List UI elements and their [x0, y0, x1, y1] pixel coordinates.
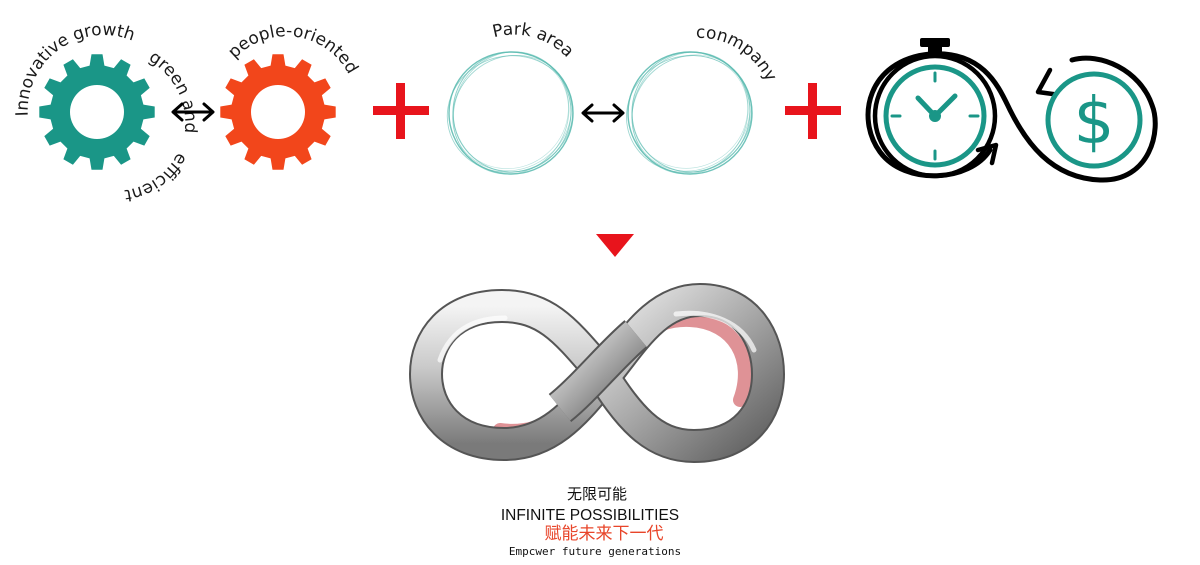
orange-gear-icon	[220, 54, 336, 170]
park-area-ring-icon	[446, 51, 574, 175]
label-green-and: green and	[145, 47, 200, 134]
plus-icon	[373, 83, 429, 139]
time-money-loop: $	[865, 38, 1158, 183]
caption-cn-empower: 赋能未来下一代	[545, 524, 664, 544]
plus-icon	[785, 83, 841, 139]
label-efficient: efficient	[123, 150, 191, 206]
stopwatch-icon	[872, 38, 998, 179]
infinity-icon	[408, 282, 786, 464]
caption-empower-future: Empcwer future generations	[509, 545, 681, 558]
teal-gear-icon	[39, 54, 155, 170]
svg-text:$: $	[1074, 85, 1115, 159]
company-ring-icon	[626, 51, 753, 175]
dollar-icon: $	[1045, 71, 1143, 169]
caption-cn-infinite: 无限可能	[567, 485, 627, 503]
down-triangle-icon	[596, 234, 634, 257]
double-arrow-icon	[581, 103, 625, 123]
caption-infinite-possibilities: INFINITE POSSIBILITIES	[501, 507, 679, 524]
double-arrow-icon	[171, 102, 215, 122]
